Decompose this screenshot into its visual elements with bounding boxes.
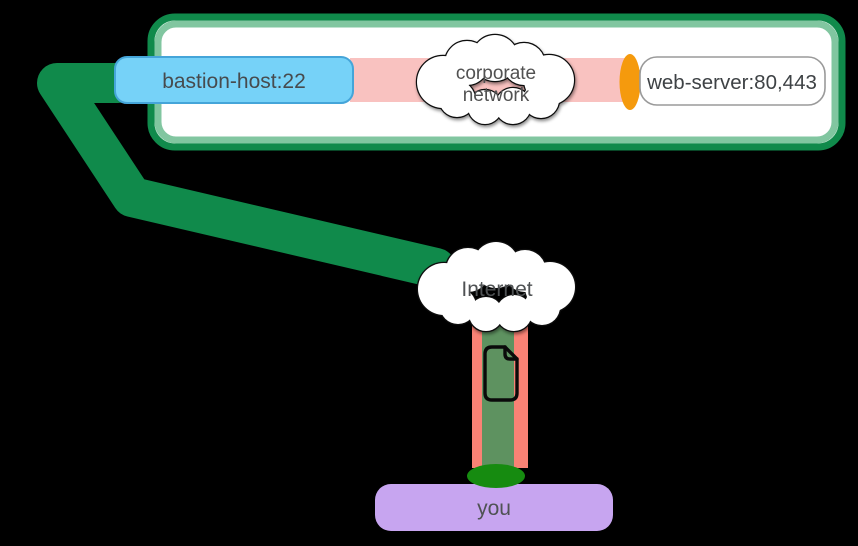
you-box [375, 484, 613, 531]
tunnel-pipe [472, 310, 528, 468]
web-server-endpoint [619, 54, 641, 110]
bastion-host-box [114, 56, 354, 104]
bastion-host-label: bastion-host:22 [162, 70, 306, 93]
you-label: you [477, 497, 511, 520]
internet-cloud-label: Internet [461, 278, 532, 301]
web-server-box [639, 56, 826, 106]
tunnel-pipe-core [482, 310, 514, 468]
internet-cloud: Internet [416, 240, 577, 333]
corporate-cloud-label-line1: corporate [456, 63, 536, 84]
bastion-host-node: bastion-host:22 [114, 56, 354, 104]
web-server-node: web-server:80,443 [639, 56, 826, 106]
corporate-network-cloud: corporate network [415, 33, 576, 126]
you-node: you [375, 484, 613, 531]
corporate-cloud-label-line2: network [463, 85, 530, 106]
cloud-fill [417, 35, 574, 124]
ssh-tunnel-path [37, 63, 456, 288]
document-icon [483, 345, 519, 402]
cloud-fill [418, 242, 575, 331]
web-server-label: web-server:80,443 [646, 71, 817, 94]
client-endpoint [467, 464, 525, 488]
